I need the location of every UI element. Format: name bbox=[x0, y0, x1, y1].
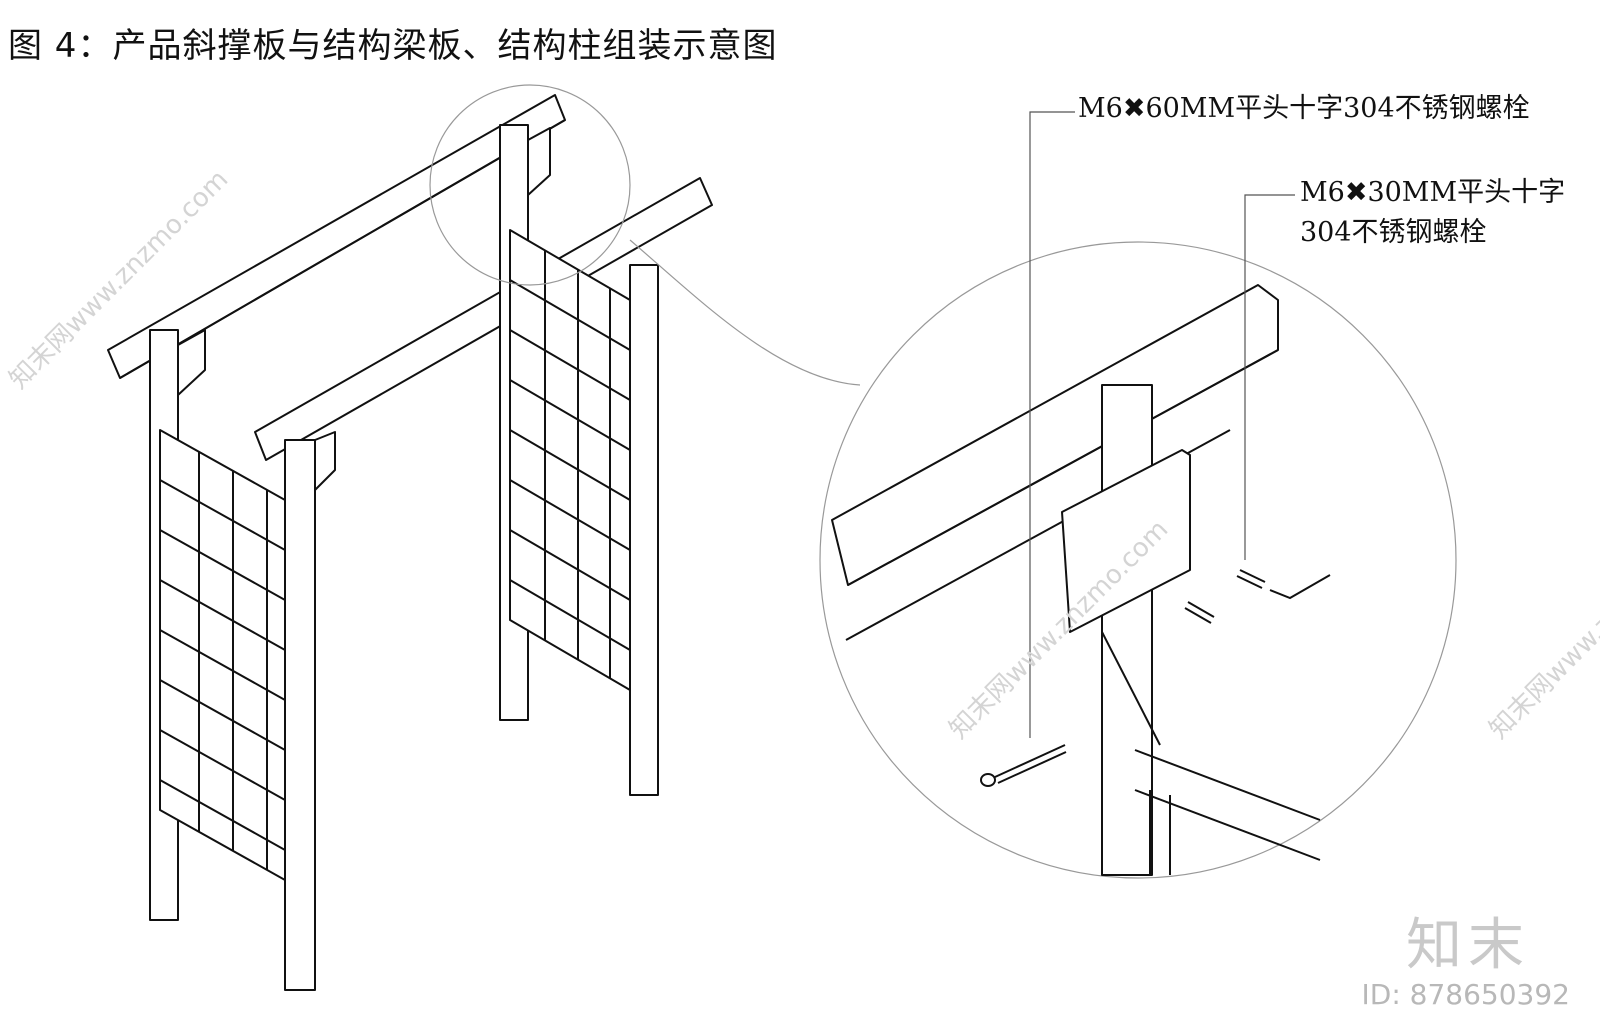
bolt-30mm-icon bbox=[1184, 601, 1215, 624]
detail-leader-line bbox=[629, 239, 861, 386]
brand-logo: 知末 bbox=[1406, 913, 1530, 978]
bolt-60mm-callout: M6✖60MM平头十字304不锈钢螺栓 bbox=[1078, 92, 1530, 126]
detail-assembly bbox=[831, 284, 1321, 876]
image-id-label: ID: 878650392 bbox=[1361, 978, 1570, 1011]
left-brace bbox=[177, 329, 206, 396]
bolt-30mm-size: M6 bbox=[1300, 177, 1345, 208]
bolt-60mm-spec: 60MM平头十字304不锈钢螺栓 bbox=[1145, 93, 1530, 124]
right-trellis bbox=[509, 229, 631, 691]
left-trellis bbox=[159, 429, 286, 881]
bolt-30mm-callout: M6✖30MM平头十字 bbox=[1300, 176, 1565, 210]
hex-key-icon bbox=[1269, 574, 1331, 600]
bolt-30mm-spec: 30MM平头十字 bbox=[1367, 177, 1566, 208]
bolts bbox=[980, 569, 1331, 787]
detail-brace-plate bbox=[1061, 449, 1191, 633]
bolt-30mm-callout-line2: 304不锈钢螺栓 bbox=[1300, 217, 1487, 248]
right-front-post bbox=[629, 264, 659, 796]
detail-enlarged-circle bbox=[819, 241, 1457, 879]
detail-post bbox=[1101, 384, 1153, 876]
back-brace bbox=[527, 127, 551, 196]
leader-bolt-60mm bbox=[1029, 111, 1075, 738]
watermark-text: 知末网www.znzmo.com bbox=[1484, 514, 1600, 745]
front-brace bbox=[314, 431, 336, 491]
bolt-30mm-upper-icon bbox=[1236, 569, 1266, 589]
bolt-60mm-size: M6 bbox=[1078, 93, 1123, 124]
detail-beam bbox=[831, 284, 1279, 586]
leader-bolt-30mm bbox=[1244, 194, 1295, 560]
pergola-arch-overview bbox=[107, 94, 713, 991]
page-title: 图 4：产品斜撑板与结构梁板、结构柱组装示意图 bbox=[8, 26, 778, 66]
times-icon: ✖ bbox=[1344, 177, 1368, 208]
bolt-60mm-icon bbox=[980, 744, 1067, 787]
detail-source-circle bbox=[429, 84, 631, 286]
left-front-post bbox=[284, 439, 316, 991]
times-icon: ✖ bbox=[1122, 93, 1146, 124]
